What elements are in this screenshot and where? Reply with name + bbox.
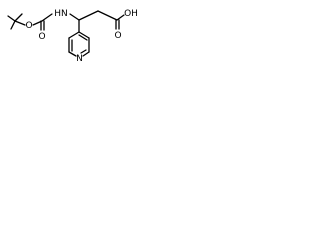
bond-ch-to-ch2	[78, 10, 99, 21]
ring-bond-n-c6	[82, 51, 90, 57]
ring-bond-c5-c4	[78, 31, 90, 39]
ring-bond-c2-n	[68, 51, 77, 57]
pyridine-ring	[68, 31, 90, 57]
atom-label-ester-o: O	[25, 21, 32, 31]
backbone	[69, 10, 125, 33]
bond-ch2-to-cooh-c	[97, 10, 118, 21]
tert-butyl-group	[7, 13, 26, 30]
atom-label-oh: OH	[124, 9, 138, 19]
atom-label-carbonyl-o-right: O	[114, 31, 121, 41]
atom-label-carbonyl-o-left: O	[38, 32, 45, 42]
bond-nh-to-ch	[69, 13, 80, 21]
bond-carbonyl-c-to-nh	[41, 13, 53, 22]
ring-bond-c4-c3	[68, 31, 80, 39]
chemical-structure: O HN O OH O N	[7, 9, 138, 64]
carbamate-group	[32, 13, 53, 31]
atom-label-nh: HN	[54, 9, 68, 19]
ring-inner-double-top	[78, 34, 88, 41]
bond-cooh-c-to-oh	[116, 14, 125, 21]
ring-inner-double-bottom	[80, 49, 87, 54]
bond-tbu-to-ester-o	[14, 20, 26, 26]
atom-label-pyridine-n: N	[76, 54, 83, 64]
bond-tbu-quaternary-methyl-top-left	[7, 15, 16, 22]
bond-tbu-quaternary-methyl-top-right	[14, 13, 23, 22]
bond-tbu-quaternary-methyl-bottom	[10, 20, 16, 30]
